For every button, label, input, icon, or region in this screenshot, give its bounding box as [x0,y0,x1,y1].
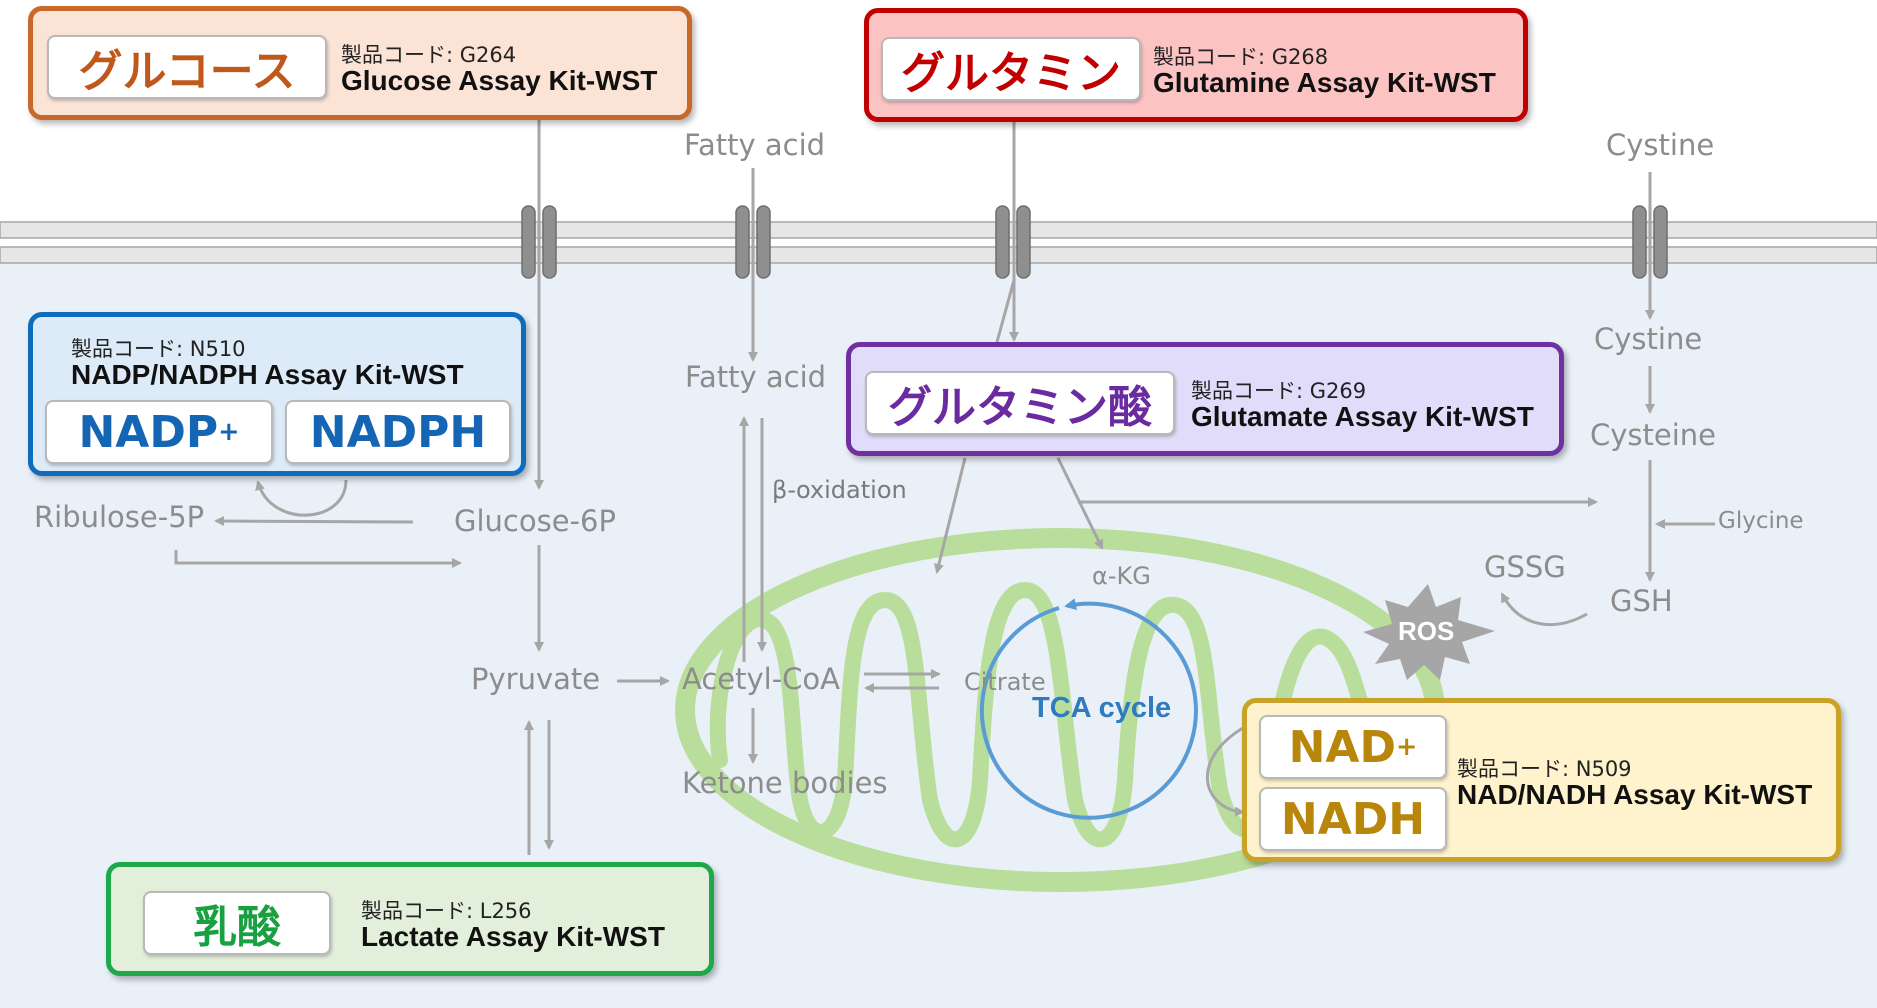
glutamine-title-badge: グルタミン [881,37,1141,101]
transporter-cystine [1632,205,1668,279]
transporter-fatty-acid [735,205,771,279]
label-pyruvate: Pyruvate [471,662,601,696]
label-cysteine: Cysteine [1590,418,1717,452]
arrow-glutamine-to-glutamate [995,279,1016,343]
label-fatty-acid-inside: Fatty acid [685,360,827,394]
glutamate-product-code: 製品コード: G269 [1191,379,1367,403]
nadp-plus-badge: NADP+ [45,400,273,464]
ros-burst [1363,584,1495,680]
arrow-gsh-to-gssg [1500,592,1588,627]
arrow-tca-to-nad [1205,723,1249,817]
nad-kit-box: NAD+ NADH 製品コード: N509 NAD/NADH Assay Kit… [1242,698,1841,862]
glucose-product-code: 製品コード: G264 [341,43,517,67]
label-ketone-bodies: Ketone bodies [682,766,888,800]
nadp-plus-sign: + [218,417,240,447]
glucose-kit-name: Glucose Assay Kit-WST [341,65,658,96]
nadp-kit-box: 製品コード: N510 NADP/NADPH Assay Kit-WST NAD… [28,312,526,476]
nad-product-code: 製品コード: N509 [1457,757,1632,781]
label-acetyl-coa: Acetyl-CoA [682,662,840,696]
nadph-badge: NADPH [285,400,511,464]
lactate-kit-box: 乳酸 製品コード: L256 Lactate Assay Kit-WST [106,862,714,976]
label-alpha-kg: α-KG [1092,562,1151,590]
nadh-badge: NADH [1259,787,1447,851]
nadp-plus-text: NADP [78,406,219,458]
arrow-g6p-to-ribulose [214,516,414,527]
pathway-arrows [174,120,1715,855]
arrow-nadp-cycle [255,479,348,517]
glutamate-kit-box: グルタミン酸 製品コード: G269 Glutamate Assay Kit-W… [846,342,1564,456]
label-ros: ROS [1398,616,1455,646]
nad-kit-name: NAD/NADH Assay Kit-WST [1457,779,1813,810]
glucose-title-badge: グルコース [47,35,327,99]
lactate-kit-name: Lactate Assay Kit-WST [361,921,665,952]
label-beta-oxidation: β-oxidation [772,476,907,504]
lactate-title-badge: 乳酸 [143,891,331,955]
glutamine-product-code: 製品コード: G268 [1153,45,1329,69]
arrow-ribulose-back [174,550,462,568]
nad-plus-sign: + [1396,732,1418,762]
nadp-kit-name: NADP/NADPH Assay Kit-WST [71,359,464,390]
inner-membrane [0,246,1877,264]
label-glucose-6p: Glucose-6P [454,504,616,538]
glutamine-kit-box: グルタミン 製品コード: G268 Glutamine Assay Kit-WS… [864,8,1528,122]
nad-plus-text: NAD [1288,721,1396,773]
glutamine-kit-name: Glutamine Assay Kit-WST [1153,67,1496,98]
nadp-product-code: 製品コード: N510 [71,337,246,361]
transporter-glutamine [995,205,1031,279]
nad-plus-badge: NAD+ [1259,715,1447,779]
label-gsh: GSH [1610,584,1673,618]
glutamate-kit-name: Glutamate Assay Kit-WST [1191,401,1534,432]
label-glycine: Glycine [1718,508,1804,534]
label-ribulose-5p: Ribulose-5P [34,500,205,534]
label-cystine-inside: Cystine [1594,322,1703,356]
label-citrate: Citrate [964,668,1046,696]
tca-cycle-ring [979,598,1198,820]
glucose-kit-box: グルコース 製品コード: G264 Glucose Assay Kit-WST [28,6,692,120]
glutamate-title-badge: グルタミン酸 [865,371,1175,435]
label-gssg: GSSG [1484,550,1566,584]
lactate-product-code: 製品コード: L256 [361,899,532,923]
label-tca-cycle: TCA cycle [1032,692,1172,724]
arrow-glutamate-to-mito [934,457,967,574]
outer-membrane [0,221,1877,239]
label-cystine-outside: Cystine [1606,128,1715,162]
label-fatty-acid-outside: Fatty acid [684,128,826,162]
transporter-glucose [521,205,557,279]
